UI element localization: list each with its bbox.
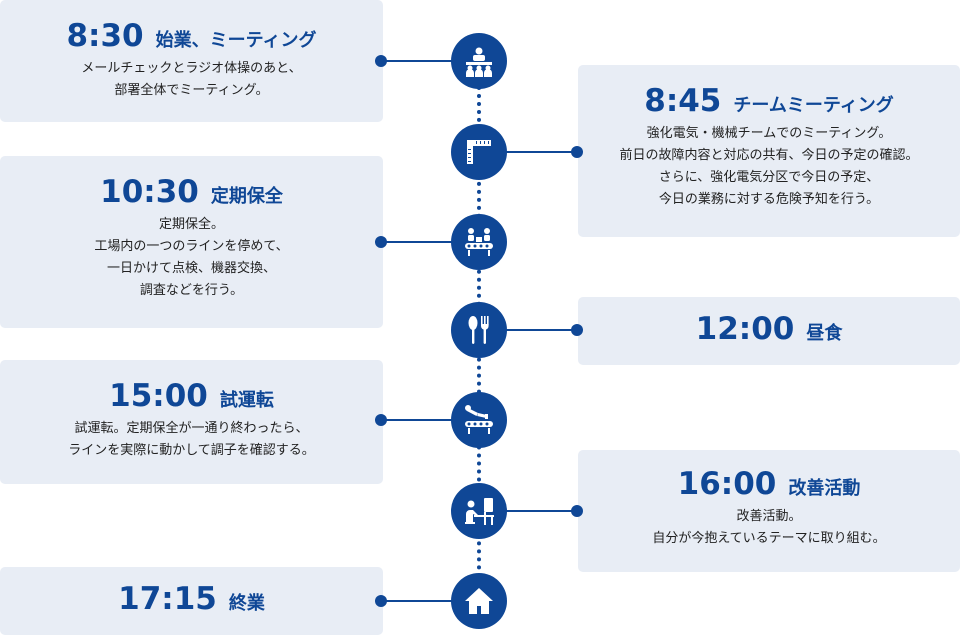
- event-description-line: 一日かけて点検、機器交換、: [106, 261, 276, 276]
- event-time: 8:45: [644, 83, 722, 119]
- event-heading: 10:30 定期保全: [0, 174, 383, 210]
- connector-dot: [571, 505, 583, 517]
- event-time: 10:30: [100, 174, 199, 210]
- event-time: 12:00: [695, 311, 795, 347]
- event-heading: 15:00 試運転: [0, 378, 383, 414]
- connector-line: [381, 60, 479, 62]
- event-description: メールチェックとラジオ体操のあと、 部署全体でミーティング。: [0, 58, 383, 102]
- event-description-line: さらに、強化電気分区で今日の予定、: [658, 170, 880, 185]
- event-title: チームミーティング: [733, 95, 894, 116]
- connector-dot: [375, 236, 387, 248]
- event-card-1500: 15:00 試運転 試運転。定期保全が一通り終わったら、 ラインを実際に動かして調…: [0, 360, 383, 484]
- event-description: 強化電気・機械チームでのミーティング。 前日の故障内容と対応の共有、今日の予定の…: [578, 123, 960, 211]
- event-title: 昼食: [806, 323, 843, 344]
- event-time: 8:30: [66, 18, 144, 54]
- event-description: 定期保全。 工場内の一つのラインを停めて、 一日かけて点検、機器交換、 調査など…: [0, 214, 383, 302]
- event-card-0830: 8:30 始業、ミーティング メールチェックとラジオ体操のあと、 部署全体でミーテ…: [0, 0, 383, 122]
- event-description-line: 調査などを行う。: [139, 283, 244, 298]
- event-time: 17:15: [118, 581, 217, 617]
- connector-line: [479, 151, 577, 153]
- event-heading: 17:15 終業: [0, 581, 383, 617]
- event-description-line: 自分が今抱えているテーマに取り組む。: [652, 531, 886, 546]
- meeting-icon: [451, 33, 507, 89]
- event-description-line: 強化電気・機械チームでのミーティング。: [646, 126, 892, 141]
- event-heading: 12:00 昼食: [578, 311, 960, 347]
- event-description-line: ラインを実際に動かして調子を確認する。: [68, 443, 315, 458]
- event-heading: 8:30 始業、ミーティング: [0, 18, 383, 54]
- event-heading: 16:00 改善活動: [578, 466, 960, 502]
- event-description-line: 試運転。定期保全が一通り終わったら、: [74, 421, 309, 436]
- event-title: 改善活動: [788, 478, 861, 499]
- event-title: 試運転: [219, 390, 274, 411]
- event-description: 改善活動。 自分が今抱えているテーマに取り組む。: [578, 506, 960, 550]
- connector-dot: [375, 595, 387, 607]
- connector-line: [479, 510, 577, 512]
- event-card-1030: 10:30 定期保全 定期保全。 工場内の一つのラインを停めて、 一日かけて点検、…: [0, 156, 383, 328]
- connector-line: [381, 241, 479, 243]
- connector-dot: [571, 146, 583, 158]
- connector-dot: [375, 55, 387, 67]
- spoon-fork-icon: [451, 302, 507, 358]
- connector-line: [381, 419, 479, 421]
- connector-line: [479, 329, 577, 331]
- ruler-square-icon: [451, 124, 507, 180]
- event-description-line: 前日の故障内容と対応の共有、今日の予定の確認。: [619, 148, 919, 163]
- event-time: 16:00: [677, 466, 777, 502]
- connector-dot: [571, 324, 583, 336]
- event-heading: 8:45 チームミーティング: [578, 83, 960, 119]
- event-description-line: 工場内の一つのラインを停めて、: [94, 239, 289, 254]
- event-time: 15:00: [109, 378, 208, 414]
- home-icon: [451, 573, 507, 629]
- connector-line: [381, 600, 479, 602]
- connector-dot: [375, 414, 387, 426]
- event-title: 終業: [228, 593, 265, 614]
- production-line-icon: [451, 214, 507, 270]
- event-title: 定期保全: [210, 186, 283, 207]
- desk-worker-icon: [451, 483, 507, 539]
- event-card-1715: 17:15 終業: [0, 567, 383, 635]
- event-card-1600: 16:00 改善活動 改善活動。 自分が今抱えているテーマに取り組む。: [578, 450, 960, 572]
- event-description-line: 定期保全。: [158, 217, 224, 232]
- robot-arm-line-icon: [451, 392, 507, 448]
- event-description-line: 今日の業務に対する危険予知を行う。: [658, 192, 880, 207]
- event-description-line: 改善活動。: [736, 509, 802, 524]
- event-description-line: メールチェックとラジオ体操のあと、: [81, 61, 302, 76]
- event-title: 始業、ミーティング: [155, 30, 317, 51]
- event-card-1200: 12:00 昼食: [578, 297, 960, 365]
- event-description-line: 部署全体でミーティング。: [114, 83, 269, 98]
- event-description: 試運転。定期保全が一通り終わったら、 ラインを実際に動かして調子を確認する。: [0, 418, 383, 462]
- event-card-0845: 8:45 チームミーティング 強化電気・機械チームでのミーティング。 前日の故障内…: [578, 65, 960, 237]
